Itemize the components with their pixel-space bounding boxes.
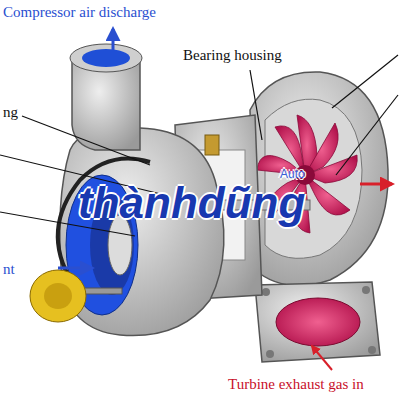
label-text: Compressor air discharge <box>3 4 156 21</box>
watermark-text: Auto <box>280 168 305 182</box>
leader-lines <box>0 55 398 236</box>
flow-arrow <box>112 29 115 50</box>
flow-arrow <box>58 267 92 270</box>
compressor-outlet <box>70 44 142 150</box>
flow-arrow <box>312 346 332 370</box>
label-text: nt <box>3 261 15 278</box>
label-text: Turbine exhaust gas in <box>228 376 364 393</box>
label-text: ng <box>3 104 18 121</box>
turbine-inlet-flange <box>255 282 380 362</box>
watermark-text: thànhdũng <box>78 178 305 229</box>
label-text: Bearing housing <box>183 47 282 64</box>
flow-arrow <box>360 183 392 186</box>
